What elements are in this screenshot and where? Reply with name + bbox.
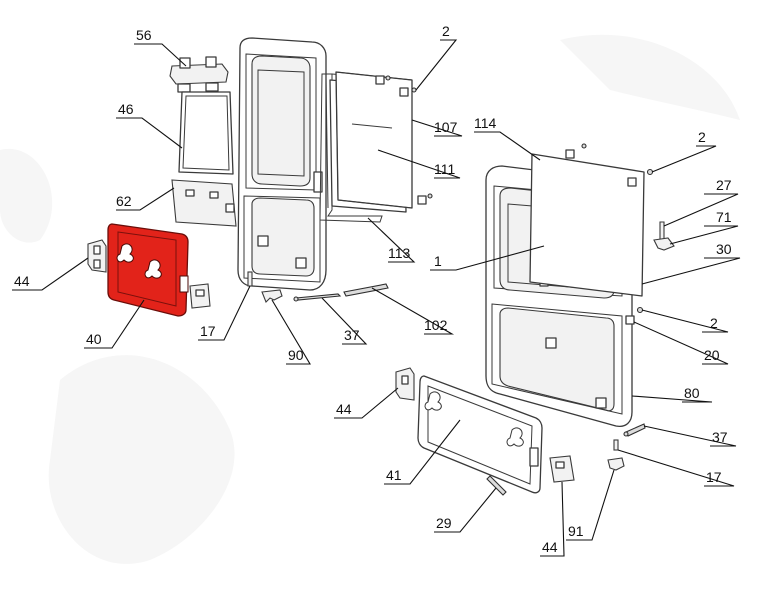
label-part-2-right: 2 bbox=[698, 129, 706, 145]
label-part-107: 107 bbox=[434, 119, 458, 135]
part-17-pin-left bbox=[247, 271, 253, 287]
part-46-glass-pane bbox=[178, 91, 234, 175]
label-part-17-left: 17 bbox=[200, 323, 216, 339]
part-102-spring bbox=[343, 283, 389, 297]
label-part-20: 20 bbox=[704, 347, 720, 363]
label-part-114: 114 bbox=[474, 115, 497, 131]
label-part-37-right: 37 bbox=[712, 429, 728, 445]
label-part-17-right: 17 bbox=[706, 469, 722, 485]
label-part-62: 62 bbox=[116, 193, 132, 209]
label-part-2-lower: 2 bbox=[710, 315, 718, 331]
label-part-40: 40 bbox=[86, 331, 102, 347]
label-part-111: 111 bbox=[434, 161, 455, 177]
part-44-hinge-lower-right bbox=[549, 455, 575, 483]
part-17-pin-right bbox=[613, 439, 619, 451]
label-part-91: 91 bbox=[568, 523, 584, 539]
label-part-37-left: 37 bbox=[344, 327, 360, 343]
part-91-latch bbox=[607, 457, 625, 471]
part-44-hinge-left bbox=[87, 239, 107, 273]
part-labels: 56 46 62 44 40 17 90 37 102 113 111 107 … bbox=[14, 23, 732, 555]
label-part-46: 46 bbox=[118, 101, 134, 117]
part-2-screws-upper bbox=[375, 75, 433, 205]
left-door-frame bbox=[237, 37, 327, 291]
part-20-clip bbox=[625, 315, 635, 325]
part-41-lower-panel bbox=[417, 375, 543, 494]
part-37-rod-left bbox=[293, 293, 342, 302]
label-part-44-lower-right: 44 bbox=[542, 539, 558, 555]
background-watermark bbox=[0, 34, 740, 564]
part-56-hinge-bracket bbox=[169, 56, 229, 93]
label-part-90: 90 bbox=[288, 347, 304, 363]
label-part-44-lower-left: 44 bbox=[336, 401, 352, 417]
label-part-56: 56 bbox=[136, 27, 152, 43]
label-part-2-upper: 2 bbox=[442, 23, 450, 39]
part-29-spring bbox=[486, 475, 507, 496]
label-part-71: 71 bbox=[716, 209, 732, 225]
label-part-44-left: 44 bbox=[14, 273, 30, 289]
part-37-rod-right bbox=[623, 423, 646, 437]
label-part-102: 102 bbox=[424, 317, 448, 333]
label-part-113: 113 bbox=[388, 245, 411, 261]
label-part-29: 29 bbox=[436, 515, 452, 531]
part-44-hinge-small bbox=[189, 283, 211, 309]
label-part-1: 1 bbox=[434, 253, 442, 269]
part-71-latch bbox=[653, 237, 675, 251]
part-62-lower-plate bbox=[171, 179, 237, 227]
label-part-30: 30 bbox=[716, 241, 732, 257]
part-44-hinge-lower-left bbox=[395, 367, 415, 401]
part-2-screws-right bbox=[636, 168, 654, 314]
part-114-glass bbox=[529, 143, 645, 297]
label-part-80: 80 bbox=[684, 385, 700, 401]
part-40-highlighted-panel bbox=[107, 223, 189, 317]
part-90-latch bbox=[261, 289, 283, 303]
label-part-41: 41 bbox=[386, 467, 402, 483]
label-part-27: 27 bbox=[716, 177, 732, 193]
leader-lines bbox=[12, 39, 741, 557]
